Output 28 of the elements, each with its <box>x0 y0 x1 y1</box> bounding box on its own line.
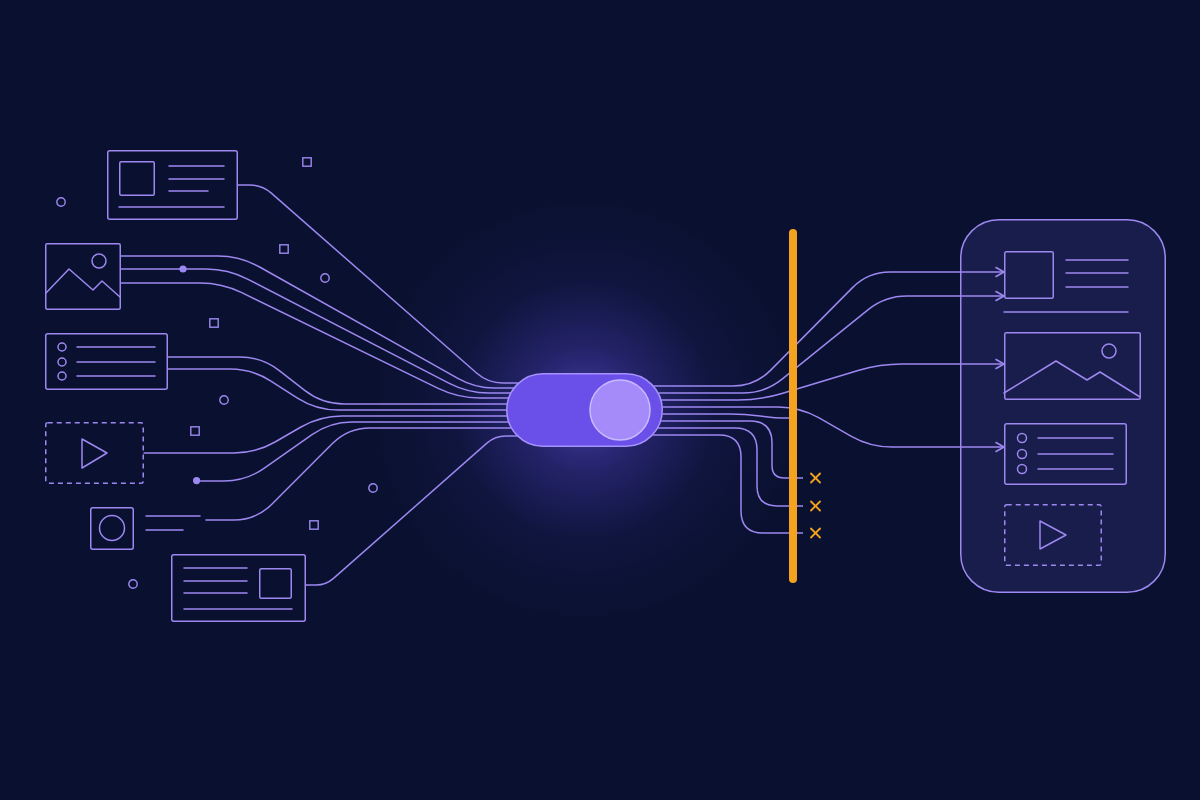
article-card <box>107 150 238 220</box>
arrow <box>662 406 1005 453</box>
connector-line <box>237 184 519 384</box>
connector-line <box>167 356 508 405</box>
connector-line <box>167 368 507 411</box>
list-card <box>1004 423 1127 485</box>
connector-line <box>205 427 512 521</box>
arrow <box>653 266 1005 387</box>
image-card <box>45 243 121 310</box>
blocked-line <box>652 434 821 539</box>
arrow <box>658 290 1005 394</box>
video-card <box>1004 504 1102 566</box>
start-dot <box>193 477 201 485</box>
phone-frame <box>960 219 1166 593</box>
image-card <box>1004 332 1141 400</box>
blocked-line <box>660 420 821 484</box>
video-card <box>45 422 144 484</box>
connector-line <box>199 421 509 482</box>
article-preview <box>1004 250 1129 313</box>
connector-line <box>143 415 508 454</box>
connector-line <box>662 413 790 419</box>
article-card <box>171 554 306 622</box>
toggle-switch <box>506 373 663 447</box>
arrow <box>660 358 1005 401</box>
barrier <box>789 229 797 583</box>
blocked-line <box>657 427 821 512</box>
list-card <box>45 333 168 390</box>
connector-line <box>305 435 518 586</box>
